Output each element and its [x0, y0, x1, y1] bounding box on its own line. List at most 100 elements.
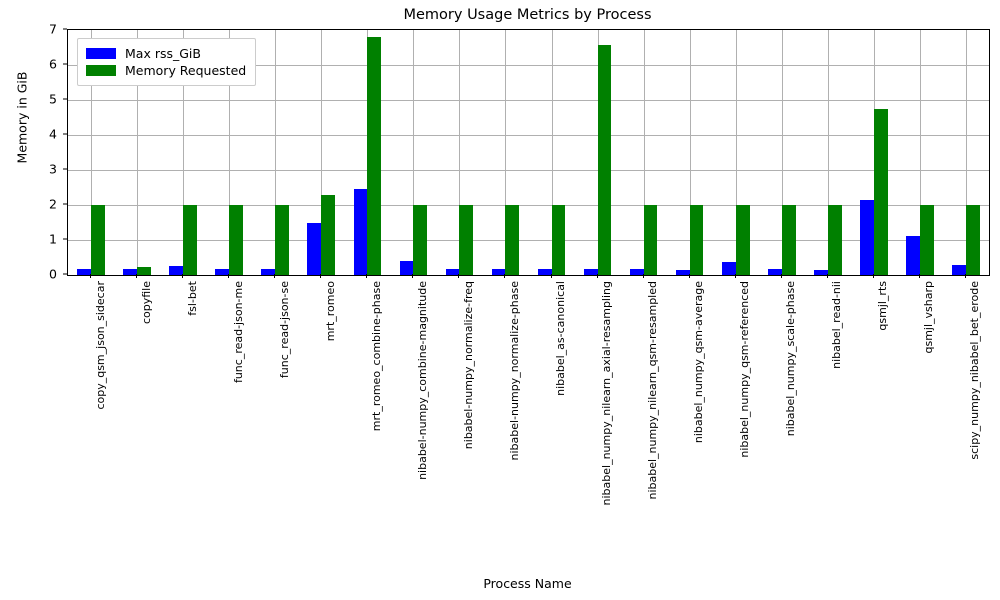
bar-group [68, 30, 989, 275]
y-tick-label: 7 [49, 21, 57, 37]
gridline-horizontal [68, 240, 989, 241]
bar-max-rss [814, 269, 828, 275]
bar-max-rss [583, 269, 598, 275]
x-tick-label: qsmjl_vsharp [922, 281, 936, 354]
gridline-vertical [91, 30, 93, 275]
bar-max-rss [629, 269, 644, 275]
x-tick-mark [872, 274, 874, 278]
x-tick-mark [228, 274, 230, 278]
bar-memory-requested [183, 205, 197, 275]
x-tick-label: mrt_romeo_combine-phase [369, 281, 383, 432]
x-tick-label: copy_qsm_json_sidecar [93, 281, 107, 410]
bar-max-rss [169, 266, 184, 275]
x-tick-label: nibabel_numpy_scale-phase [784, 281, 798, 437]
bar-memory-requested [413, 205, 428, 275]
bar-group [68, 30, 989, 275]
bar-memory-requested [827, 205, 842, 275]
bar-group [68, 30, 989, 275]
bar-group [68, 30, 989, 275]
bar-group [68, 30, 989, 275]
bar-max-rss [491, 269, 506, 275]
x-tick-label: nibabel_read-nii [830, 281, 844, 369]
horizontal-gridlines [68, 30, 989, 275]
y-tick-mark [63, 238, 67, 240]
bar-group [68, 30, 989, 275]
gridline-vertical [137, 30, 139, 275]
gridline-vertical [735, 30, 737, 275]
y-tick-label: 2 [49, 196, 57, 212]
x-axis: copy_qsm_json_sidecar copyfile fsl-bet func… [67, 274, 988, 574]
bar-group [68, 30, 989, 275]
bar-memory-requested [137, 267, 151, 275]
bar-max-rss [399, 261, 414, 275]
legend-swatch-memory-requested [86, 65, 116, 76]
bar-group [68, 30, 989, 275]
bar-max-rss [767, 269, 782, 275]
bar-max-rss [952, 265, 966, 275]
bars-layer [68, 30, 989, 275]
bar-memory-requested [367, 37, 382, 275]
bar-memory-requested [597, 45, 612, 275]
bar-group [68, 30, 989, 275]
x-tick-mark [458, 274, 460, 278]
bar-max-rss [307, 222, 322, 275]
bar-group [68, 30, 989, 275]
gridline-horizontal [68, 100, 989, 101]
bar-group [68, 30, 989, 275]
bar-group [68, 30, 989, 275]
y-tick-mark [63, 63, 67, 65]
x-tick-label: mrt_romeo [323, 281, 337, 342]
bar-group [68, 30, 989, 275]
x-tick-label: nibabel_as-canonical [554, 281, 568, 396]
y-tick-label: 3 [49, 161, 57, 177]
x-tick-mark [320, 274, 322, 278]
bar-group [68, 30, 989, 275]
y-tick-mark [63, 98, 67, 100]
y-tick-label: 4 [49, 126, 57, 142]
bar-memory-requested [459, 205, 474, 275]
x-tick-mark [780, 274, 782, 278]
gridline-vertical [505, 30, 507, 275]
x-tick-label: nibabel-numpy_normalize-freq [461, 281, 475, 450]
bar-max-rss [721, 262, 736, 275]
x-tick-label: func_read-json-se [277, 281, 291, 379]
gridline-horizontal [68, 65, 989, 66]
x-axis-label: Process Name [483, 576, 572, 591]
bar-memory-requested [873, 109, 888, 275]
y-tick-mark [63, 28, 67, 30]
x-tick-label: scipy_numpy_nibabel_bet_erode [968, 281, 982, 460]
x-tick-label: qsmjl_rts [876, 281, 890, 331]
x-tick-mark [964, 274, 966, 278]
gridline-vertical [413, 30, 415, 275]
x-tick-mark [550, 274, 552, 278]
bar-max-rss [215, 269, 230, 275]
bar-memory-requested [689, 205, 704, 275]
x-tick-label: nibabel-numpy_combine-magnitude [415, 281, 429, 480]
bar-memory-requested [505, 205, 520, 275]
x-tick-mark [734, 274, 736, 278]
bar-max-rss [123, 269, 138, 275]
gridline-vertical [275, 30, 277, 275]
gridline-vertical [183, 30, 185, 275]
bar-memory-requested [275, 205, 290, 275]
gridline-vertical [229, 30, 231, 275]
x-tick-mark [596, 274, 598, 278]
x-tick-mark [642, 274, 644, 278]
x-tick-label: nibabel_numpy_nilearn_axial-resampling [600, 281, 614, 506]
gridline-vertical [643, 30, 645, 275]
x-tick-mark [504, 274, 506, 278]
bar-memory-requested [643, 205, 658, 275]
y-tick-label: 1 [49, 231, 57, 247]
y-tick-mark [63, 273, 67, 275]
x-tick-mark [412, 274, 414, 278]
plot-area: Max rss_GiB Memory Requested [67, 29, 990, 276]
y-axis-label: Memory in GiB [14, 71, 30, 164]
x-tick-label: copyfile [139, 281, 153, 325]
x-tick-mark [688, 274, 690, 278]
x-tick-label: fsl-bet [185, 281, 199, 316]
bar-max-rss [860, 200, 874, 275]
x-tick-label: nibabel_numpy_nilearn_qsm-resampled [646, 281, 660, 500]
gridline-vertical [689, 30, 691, 275]
